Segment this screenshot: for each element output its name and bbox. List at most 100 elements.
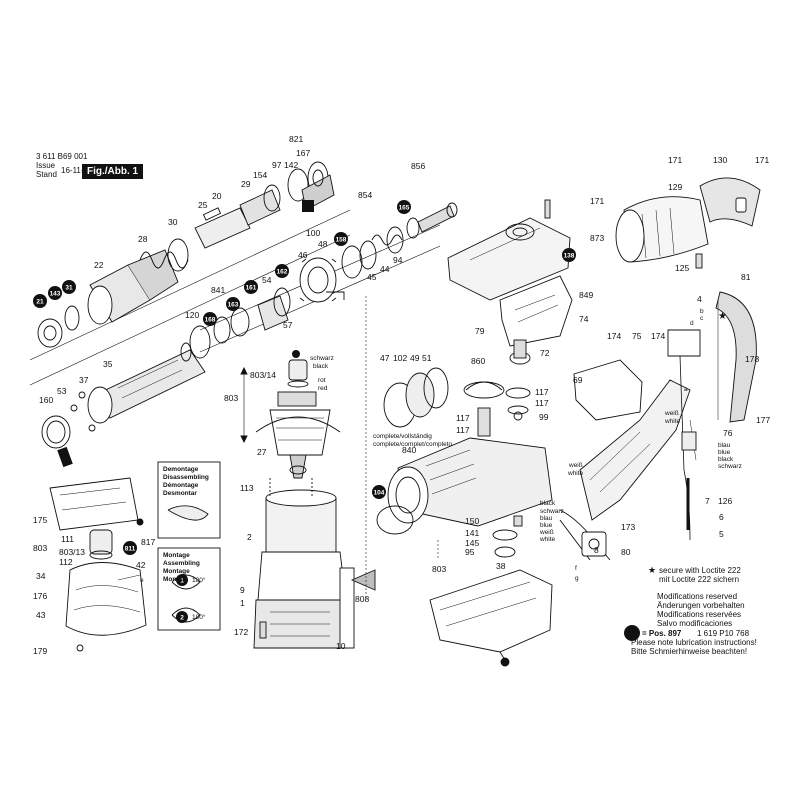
wire-schwarz: schwarz <box>310 355 334 362</box>
armature-group <box>240 359 341 479</box>
mods-de: Änderungen vorbehalten <box>657 601 745 610</box>
wire-weiss-3: weiß <box>664 410 679 417</box>
callout-173: 173 <box>621 522 635 532</box>
rotation-180-b: 180° <box>192 613 206 621</box>
callout-57: 57 <box>283 320 293 330</box>
callout-95: 95 <box>465 547 475 557</box>
callout-141: 141 <box>465 528 479 538</box>
terminal-b: b <box>700 308 704 315</box>
loctite-star-note-icon: ★ <box>648 566 656 576</box>
wire-white-2: white <box>539 536 556 543</box>
gear-shaft-group <box>199 202 458 353</box>
spindle-group <box>41 325 211 468</box>
callout-179: 179 <box>33 646 47 656</box>
badge-165: 165 <box>399 205 410 212</box>
terminal-g: g <box>575 575 579 582</box>
callout-142: 142 <box>284 160 298 170</box>
badge-104: 104 <box>374 490 385 497</box>
callout-29: 29 <box>241 179 251 189</box>
callout-79: 79 <box>475 326 485 336</box>
callout-80: 80 <box>621 547 631 557</box>
callout-112: 112 <box>59 557 73 567</box>
callout-125: 125 <box>675 263 689 273</box>
badge-143: 143 <box>50 291 61 298</box>
callout-841: 841 <box>211 285 225 295</box>
callout-28: 28 <box>138 234 148 244</box>
callout-117-c: 117 <box>456 413 470 423</box>
callout-120: 120 <box>185 310 199 320</box>
terminal-e: e <box>140 577 144 584</box>
demontage-line-1: Demontage <box>163 466 199 473</box>
callout-154: 154 <box>253 170 267 180</box>
lubrication-marker-icon <box>624 625 640 641</box>
callout-178: 178 <box>745 354 759 364</box>
callout-100: 100 <box>306 228 320 238</box>
lube-note-en: Please note lubrication instructions! <box>631 638 757 647</box>
terminal-a: a <box>684 386 688 393</box>
callout-6: 6 <box>719 512 724 522</box>
montage-line-3: Montage <box>163 568 190 575</box>
loctite-star-icon: ★ <box>718 311 727 322</box>
callout-167: 167 <box>296 148 310 158</box>
callout-821: 821 <box>289 134 303 144</box>
callout-174-a: 174 <box>607 331 621 341</box>
callout-76: 76 <box>723 428 733 438</box>
callout-42: 42 <box>136 560 146 570</box>
callout-34: 34 <box>36 571 46 581</box>
mods-en: Modifications reserved <box>657 592 738 601</box>
wire-weiss-2: weiß <box>539 529 554 536</box>
callout-817: 817 <box>141 537 155 547</box>
wire-black-3: black <box>718 456 734 463</box>
wire-weiss-1: weiß <box>568 462 583 469</box>
wire-white-3: white <box>664 418 681 425</box>
callout-176: 176 <box>33 591 47 601</box>
callout-854: 854 <box>358 190 372 200</box>
callout-860: 860 <box>471 356 485 366</box>
callout-labels: 821 167 142 97 154 29 20 25 30 28 22 856… <box>33 134 770 656</box>
callout-113: 113 <box>240 483 254 493</box>
upper-housing-group <box>447 199 573 347</box>
callout-803-left: 803 <box>33 543 47 553</box>
complete-label-2: complete/complet/completo <box>373 441 453 448</box>
callout-45: 45 <box>367 272 377 282</box>
callout-172: 172 <box>234 627 248 637</box>
wire-black-2: black <box>540 500 556 507</box>
callout-4: 4 <box>697 294 702 304</box>
step-2-badge: 2 <box>180 615 184 622</box>
badge-163: 163 <box>228 302 239 309</box>
montage-line-4: Montar <box>163 576 185 583</box>
callout-8: 8 <box>594 545 599 555</box>
callout-30: 30 <box>168 217 178 227</box>
callout-69: 69 <box>573 375 583 385</box>
callout-129: 129 <box>668 182 682 192</box>
wire-blue-2: blue <box>718 449 731 456</box>
callout-54: 54 <box>262 275 272 285</box>
callout-20: 20 <box>212 191 222 201</box>
callout-2: 2 <box>247 532 252 542</box>
callout-99: 99 <box>539 412 549 422</box>
callout-808: 808 <box>355 594 369 604</box>
callout-5: 5 <box>719 529 724 539</box>
wire-schwarz-2: schwarz <box>540 508 564 515</box>
step-1-badge: 1 <box>180 578 184 585</box>
mods-fr: Modifications reservées <box>657 610 742 619</box>
wire-rot: rot <box>318 377 326 384</box>
callout-803-14: 803/14 <box>250 370 276 380</box>
badge-811: 811 <box>125 546 136 553</box>
callout-49: 49 <box>410 353 420 363</box>
callout-1: 1 <box>240 598 245 608</box>
callout-117-b: 117 <box>535 398 549 408</box>
callout-48: 48 <box>318 239 328 249</box>
left-base-group <box>49 477 147 652</box>
callout-171-tr2: 171 <box>755 155 769 165</box>
badge-138: 138 <box>564 253 575 260</box>
montage-line-1: Montage <box>163 552 190 559</box>
callout-9: 9 <box>240 585 245 595</box>
pos-label: = Pos. 897 <box>642 629 682 638</box>
callout-150: 150 <box>465 516 479 526</box>
callout-7: 7 <box>705 496 710 506</box>
issue-date: 16-11-14 <box>61 166 93 175</box>
wire-blue: blue <box>540 522 553 529</box>
wire-black: black <box>313 363 329 370</box>
